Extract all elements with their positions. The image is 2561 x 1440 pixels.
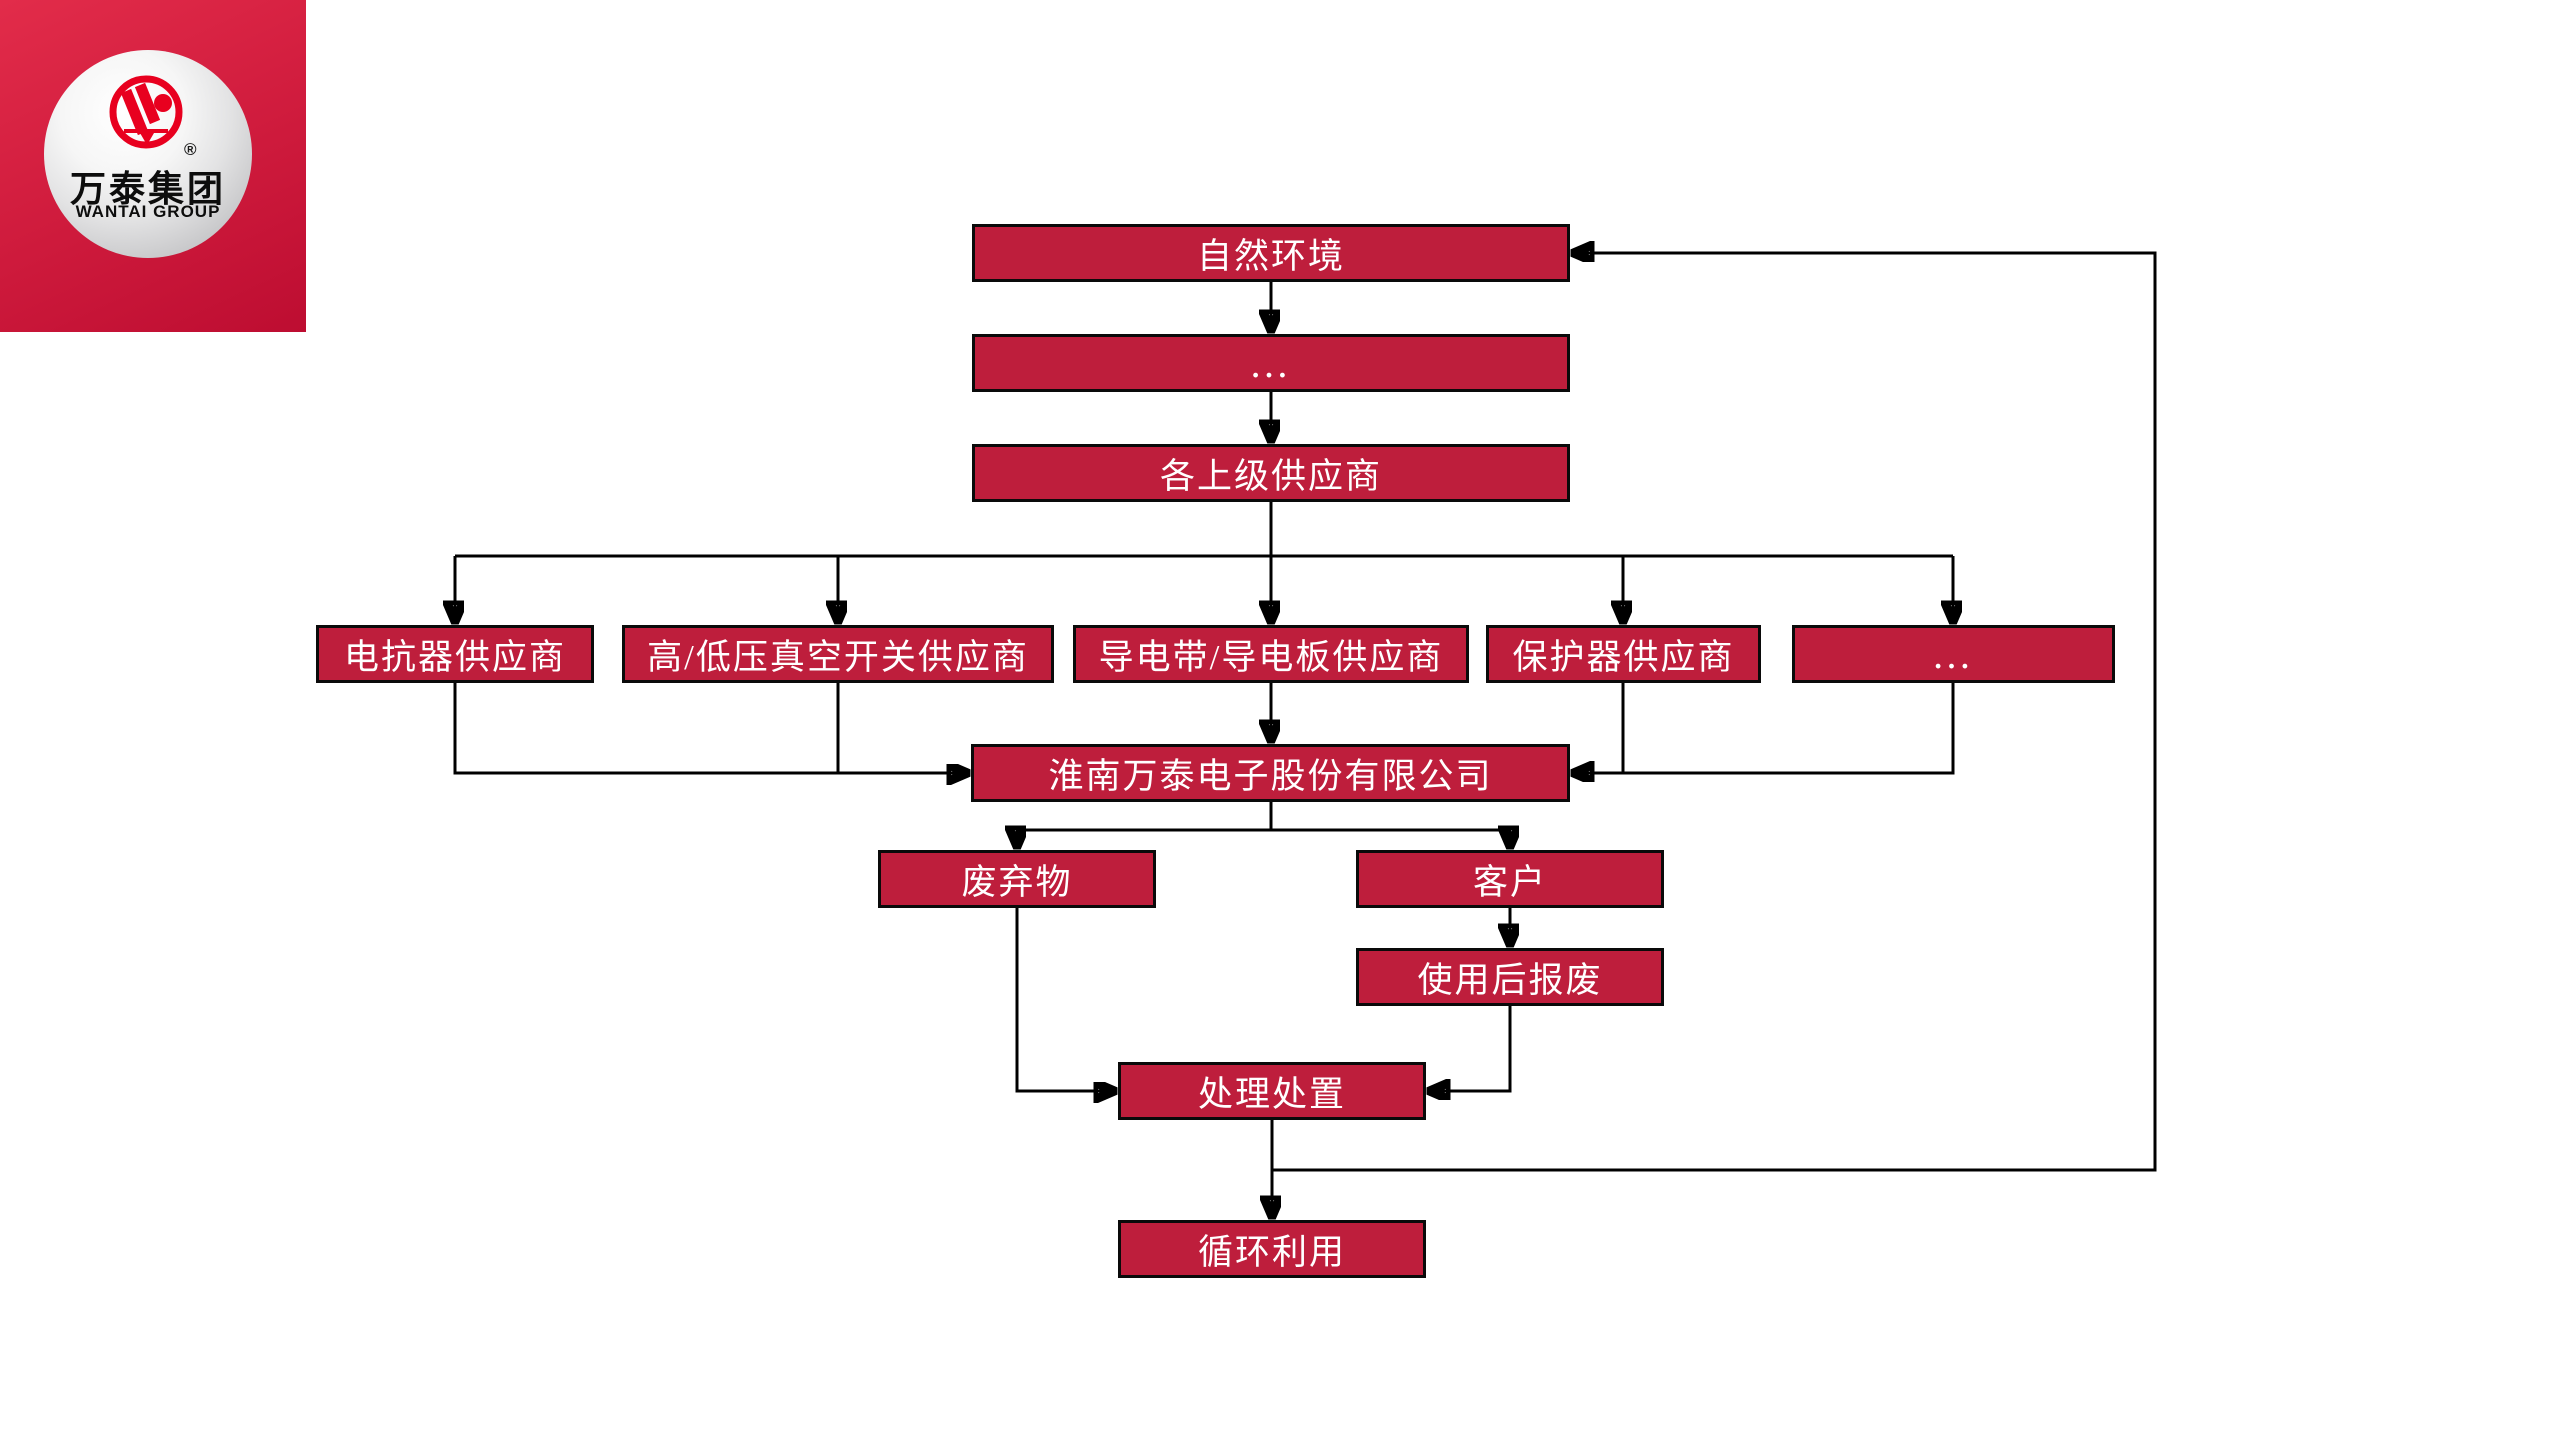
edge-left-to-company: [453, 683, 967, 773]
node-natural-environment: 自然环境: [972, 224, 1570, 282]
node-customer: 客户: [1356, 850, 1664, 908]
node-tier-ellipsis: …: [972, 334, 1570, 392]
node-disposal: 处理处置: [1118, 1062, 1426, 1120]
node-recycling: 循环利用: [1118, 1220, 1426, 1278]
edge-scrap-to-disposal: [1430, 1006, 1512, 1091]
logo-brand-chinese: 万泰集团: [69, 168, 226, 209]
node-waste: 废弃物: [878, 850, 1156, 908]
node-company: 淮南万泰电子股份有限公司: [971, 744, 1570, 802]
node-protector-supplier: 保护器供应商: [1486, 625, 1761, 683]
edge-right-to-company: [1574, 683, 1955, 773]
edge-waste-to-disposal: [1015, 908, 1114, 1091]
node-strip-supplier: 导电带/导电板供应商: [1073, 625, 1469, 683]
node-switch-supplier: 高/低压真空开关供应商: [622, 625, 1054, 683]
logo-brand-english: WANTAI GROUP: [75, 202, 221, 221]
node-upper-suppliers: 各上级供应商: [972, 444, 1570, 502]
wantai-logo-mark: [109, 75, 183, 149]
logo-sphere: ® 万泰集团 WANTAI GROUP: [44, 50, 252, 258]
trunk-company-split: [1017, 802, 1510, 832]
registered-trademark-symbol: ®: [184, 140, 197, 159]
node-supplier-ellipsis: …: [1792, 625, 2115, 683]
company-logo: ® 万泰集团 WANTAI GROUP: [0, 0, 306, 332]
edge-feedback-to-environment: [1272, 253, 2157, 1172]
node-reactor-supplier: 电抗器供应商: [316, 625, 594, 683]
trunk-distribution: [455, 502, 1953, 558]
node-scrap-after-use: 使用后报废: [1356, 948, 1664, 1006]
